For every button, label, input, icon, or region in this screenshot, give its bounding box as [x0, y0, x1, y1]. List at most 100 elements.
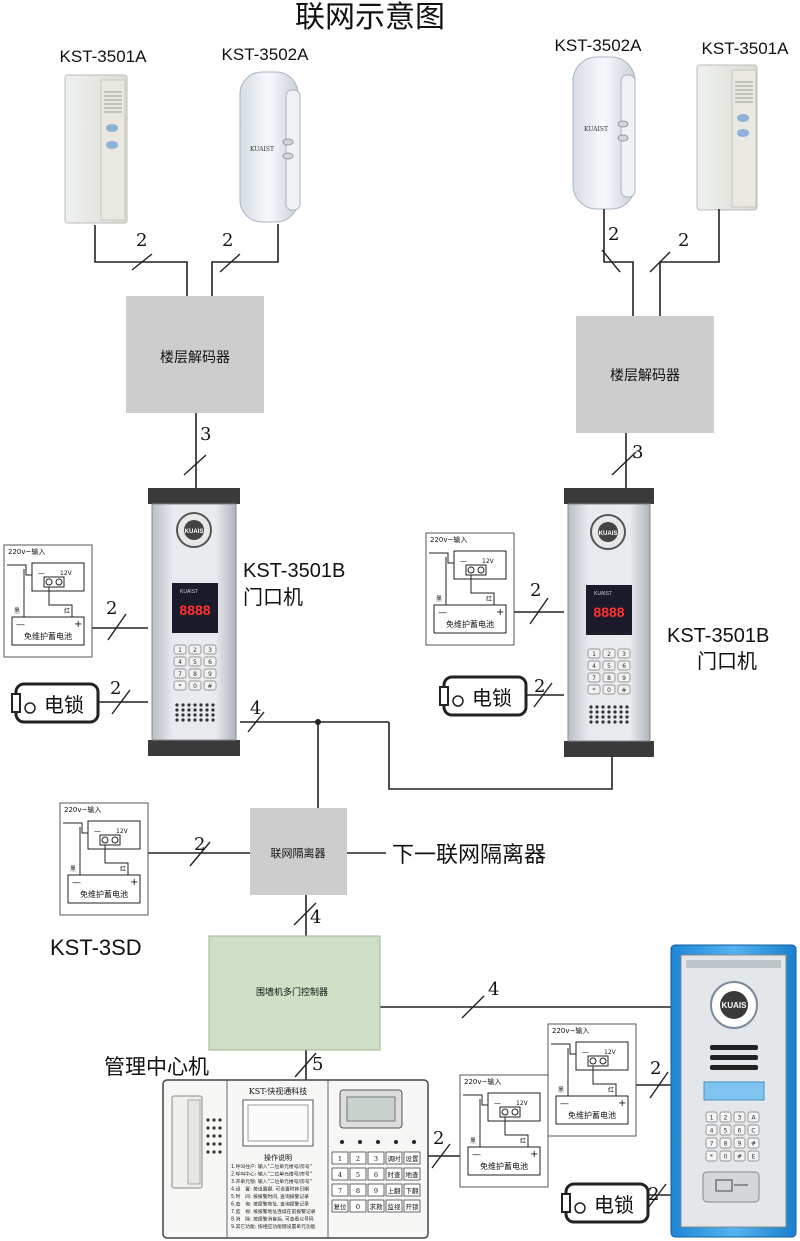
grill-hole [205, 708, 209, 712]
grill-hole [205, 713, 209, 717]
grill-hole [211, 708, 215, 712]
keypad-key-label: 7 [592, 675, 596, 682]
wire-count: 4 [310, 907, 321, 928]
psu-red-label: 红 [486, 595, 492, 603]
psu-red-label: 红 [520, 1137, 526, 1145]
floor-decoder-label: 楼层解码器 [160, 350, 230, 366]
wall-key-label: 7 [710, 1141, 714, 1148]
psu-red-label: 红 [64, 607, 70, 615]
wall-key [747, 1137, 760, 1149]
management-key [349, 1151, 367, 1165]
management-key-label: 1 [338, 1155, 342, 1163]
instruction-line: 1.呼叫住户: 输入"二位单元楼号/房号" [231, 1163, 312, 1170]
psu-minus-small: — [38, 569, 45, 577]
keypad-key-label: 8 [607, 675, 611, 682]
psu-minus-small: — [460, 557, 467, 565]
terminal-screw [111, 836, 119, 844]
keypad-key-label: 2 [193, 647, 197, 654]
keypad-key [587, 648, 601, 659]
psu-red-label: 红 [120, 865, 126, 873]
management-key [331, 1183, 349, 1197]
isolator-power-model: KST-3SD [50, 935, 142, 960]
grill-hole [619, 705, 623, 709]
wire-count: 2 [678, 230, 689, 251]
battery-minus: — [438, 608, 447, 618]
keypad-key-label: 6 [208, 659, 212, 666]
battery [67, 874, 141, 904]
grill-hole [211, 703, 215, 707]
grill-hole [199, 708, 203, 712]
wire-count: 2 [194, 834, 205, 855]
keypad-key [203, 656, 217, 667]
grill-hole [187, 708, 191, 712]
management-key-label: 3 [374, 1155, 378, 1163]
management-key [349, 1167, 367, 1181]
speaker-dot [212, 1118, 216, 1122]
grill-hole [175, 713, 179, 717]
wire-count-labels: 2 2 2 2 3 3 4 2 4 4 5 2 2 2 2 2 2 2 [106, 224, 689, 1205]
lock-hole [452, 695, 464, 707]
wall-key-label: E [752, 1154, 756, 1161]
psu-wire [592, 1066, 617, 1096]
management-key-label: 调时 [388, 1154, 402, 1163]
grill-hole [199, 718, 203, 722]
speaker-dot [218, 1126, 222, 1130]
grill-hole [625, 710, 629, 714]
wall-key [747, 1150, 760, 1162]
keypad-key-label: * [593, 687, 596, 694]
instructions-title: 操作说明 [264, 1153, 292, 1162]
grill-hole [187, 703, 191, 707]
management-key [403, 1183, 421, 1197]
lock-end [439, 686, 449, 706]
terminal-screw [589, 1057, 597, 1065]
keypad-key [602, 648, 616, 659]
psu-output-label: 12V [116, 828, 129, 835]
wall-key-label: # [737, 1154, 742, 1161]
terminal-screw [101, 836, 109, 844]
handset-label-right-3501a: KST-3501A [702, 39, 790, 58]
psu-black-label: 黑 [558, 1087, 564, 1094]
psu-input-label: 220v~输入 [430, 535, 467, 544]
grill-hole [181, 703, 185, 707]
psu-wire [48, 587, 73, 617]
speaker-dot [212, 1150, 216, 1154]
keypad-key [203, 644, 217, 655]
grill-hole [601, 710, 605, 714]
wall-key-label: 0 [724, 1154, 728, 1161]
door-station-label-left-model: KST-3501B [243, 560, 345, 582]
speaker-dot [212, 1134, 216, 1138]
grill-hole [613, 705, 617, 709]
door-station-label-right-name: 门口机 [697, 649, 757, 673]
management-key [349, 1183, 367, 1197]
battery-label: 免维护蓄电池 [446, 619, 494, 629]
psu-wire [104, 845, 129, 875]
psu-input-label: 220v~输入 [464, 1077, 501, 1086]
management-key [403, 1151, 421, 1165]
handset-label-left-3501a: KST-3501A [60, 47, 148, 66]
electric-lock-left: 电锁 [11, 682, 100, 724]
instruction-line: 9.其它功能: 按相应功能键设置单元功能 [231, 1223, 316, 1230]
door-station-logo: KUAIS [185, 529, 204, 535]
grill-hole [625, 715, 629, 719]
grill-hole [613, 720, 617, 724]
handset-3501a-left [64, 74, 128, 224]
grill-hole [589, 705, 593, 709]
psu-terminal [499, 1106, 521, 1118]
management-key [331, 1151, 349, 1165]
floor-decoder-label: 楼层解码器 [610, 368, 680, 384]
keypad-key-label: # [621, 687, 626, 694]
battery-plus: + [74, 619, 82, 630]
grill-hole [613, 715, 617, 719]
grill-hole [193, 718, 197, 722]
keypad-key-label: 9 [622, 675, 626, 682]
terminal-screw [501, 1108, 509, 1116]
wall-key [719, 1150, 732, 1162]
instructions-list: 1.呼叫住户: 输入"二位单元楼号/房号"2.呼叫中心: 输入"二位单元楼号/房… [231, 1163, 316, 1230]
management-key [403, 1199, 421, 1213]
terminal-screw [45, 578, 53, 586]
battery [467, 1146, 541, 1176]
psu-minus-small: — [494, 1099, 501, 1107]
